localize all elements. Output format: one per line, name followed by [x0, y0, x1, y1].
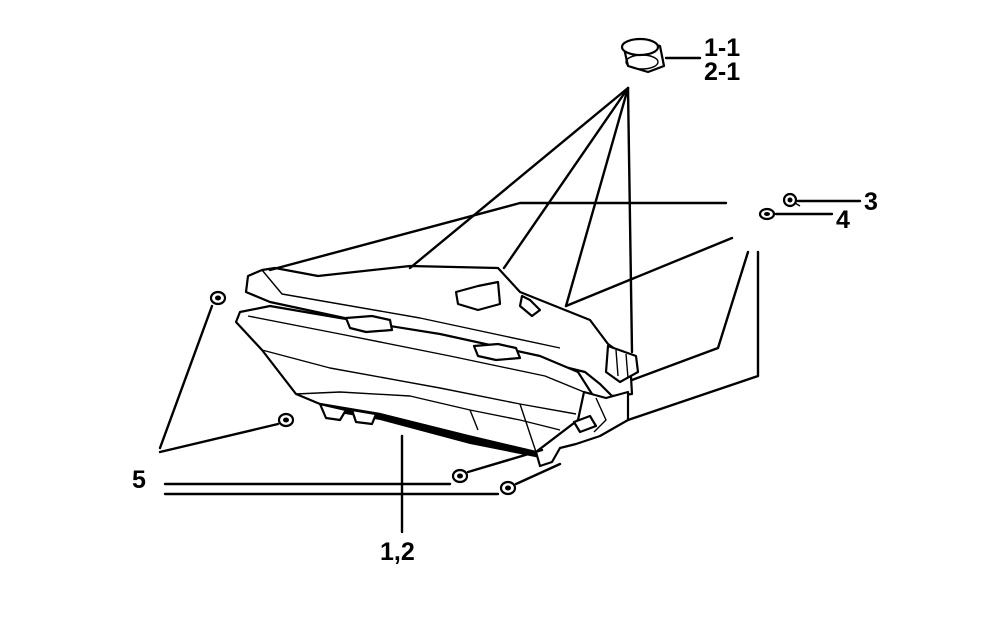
headlight-assembly-icon: [234, 264, 640, 468]
bulb-cap-icon: [620, 37, 666, 74]
leader-lines: [158, 56, 862, 534]
grommet-icon: [209, 290, 517, 496]
washer-icon: [758, 207, 776, 221]
label-cap-1-1: 1-1: [704, 34, 740, 62]
screw-icon: [782, 192, 801, 208]
label-screw-3: 3: [864, 188, 878, 216]
label-grommet-5: 5: [132, 466, 146, 494]
label-cap-2-1: 2-1: [704, 58, 740, 86]
label-assembly-1-2: 1,2: [380, 538, 415, 566]
label-washer-4: 4: [836, 206, 850, 234]
